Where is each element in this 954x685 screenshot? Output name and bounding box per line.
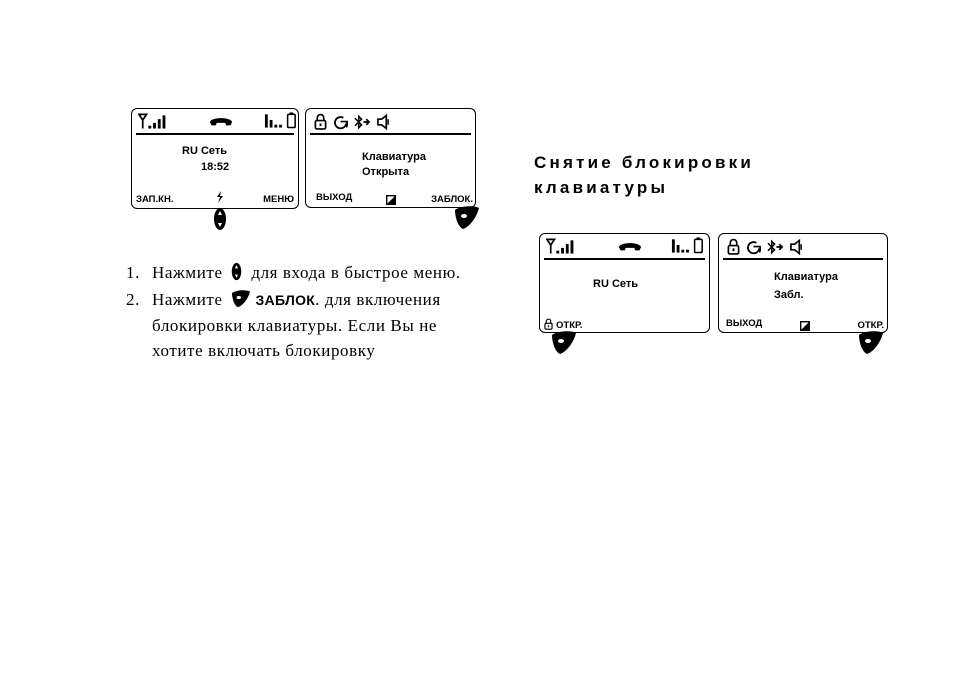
keypad-status: Открыта (362, 165, 409, 180)
heading-line: Снятие блокировки (534, 150, 754, 175)
signal-icon (546, 237, 580, 255)
phone-screen-idle: RU Сеть 18:52 ЗАП.КН. МЕНЮ (131, 108, 299, 209)
nav-key-icon (231, 262, 242, 281)
lock-icon (544, 318, 553, 330)
step-2: 2. Нажмите ЗАБЛОК. для включения блокиро… (126, 287, 461, 363)
soft-key-icon[interactable] (454, 206, 480, 230)
key-name: ЗАБЛОК (255, 292, 315, 308)
contrast-icon (386, 195, 396, 205)
heading-line: клавиатуры (534, 175, 754, 200)
speaker-icon (377, 114, 390, 130)
step-text: . для включения (315, 290, 441, 309)
step-text: для входа в быстрое меню. (251, 263, 460, 282)
softkey-right-label: МЕНЮ (263, 194, 294, 205)
soft-key-icon (231, 290, 251, 308)
status-bar (723, 236, 883, 260)
network-name: RU Сеть (593, 277, 638, 292)
softkey-left-label: ВЫХОД (726, 318, 762, 329)
call-forward-icon (747, 240, 762, 255)
softkey-right-label: ОТКР. (857, 320, 884, 331)
flash-icon (216, 191, 224, 203)
keypad-status: Забл. (774, 288, 804, 303)
status-bar (544, 236, 705, 260)
step-text: блокировки клавиатуры. Если Вы не (152, 316, 437, 335)
step-text: Нажмите (152, 263, 223, 282)
step-text: хотите включать блокировку (152, 341, 376, 360)
clock-time: 18:52 (201, 160, 229, 175)
nav-key-icon[interactable] (213, 207, 227, 231)
phone-handset-icon (617, 241, 643, 253)
softkey-left-label: ОТКР. (556, 320, 583, 331)
step-text: Нажмите (152, 290, 223, 309)
phone-handset-icon (208, 116, 234, 128)
battery-icon (264, 111, 298, 129)
step-1: 1. Нажмите для входа в быстрое меню. (126, 260, 461, 285)
softkey-left-label: ЗАП.КН. (136, 194, 173, 205)
keypad-label: Клавиатура (362, 150, 426, 165)
bluetooth-icon (767, 239, 784, 255)
status-bar (136, 111, 294, 135)
lock-icon (314, 113, 327, 130)
section-heading: Снятие блокировки клавиатуры (534, 150, 754, 200)
phone-screen-unlock-menu: Клавиатура Забл. ВЫХОД ОТКР. (718, 233, 888, 333)
network-name: RU Сеть (182, 144, 227, 159)
soft-key-icon[interactable] (551, 331, 577, 355)
bluetooth-icon (354, 114, 371, 130)
keypad-label: Клавиатура (774, 270, 838, 285)
signal-icon (138, 112, 172, 130)
call-forward-icon (334, 115, 349, 130)
soft-key-icon[interactable] (858, 331, 884, 355)
phone-screen-quick-menu: Клавиатура Открыта ВЫХОД ЗАБЛОК. (305, 108, 476, 208)
softkey-left-label: ВЫХОД (316, 192, 352, 203)
step-number: 2. (126, 287, 140, 312)
lock-icon (727, 238, 740, 255)
battery-icon (671, 236, 705, 254)
phone-screen-locked-idle: RU Сеть ОТКР. (539, 233, 710, 333)
step-number: 1. (126, 260, 140, 285)
softkey-right-label: ЗАБЛОК. (431, 194, 473, 205)
instructions: 1. Нажмите для входа в быстрое меню. 2. … (126, 260, 461, 363)
status-bar (310, 111, 471, 135)
contrast-icon (800, 321, 810, 331)
speaker-icon (790, 239, 803, 255)
